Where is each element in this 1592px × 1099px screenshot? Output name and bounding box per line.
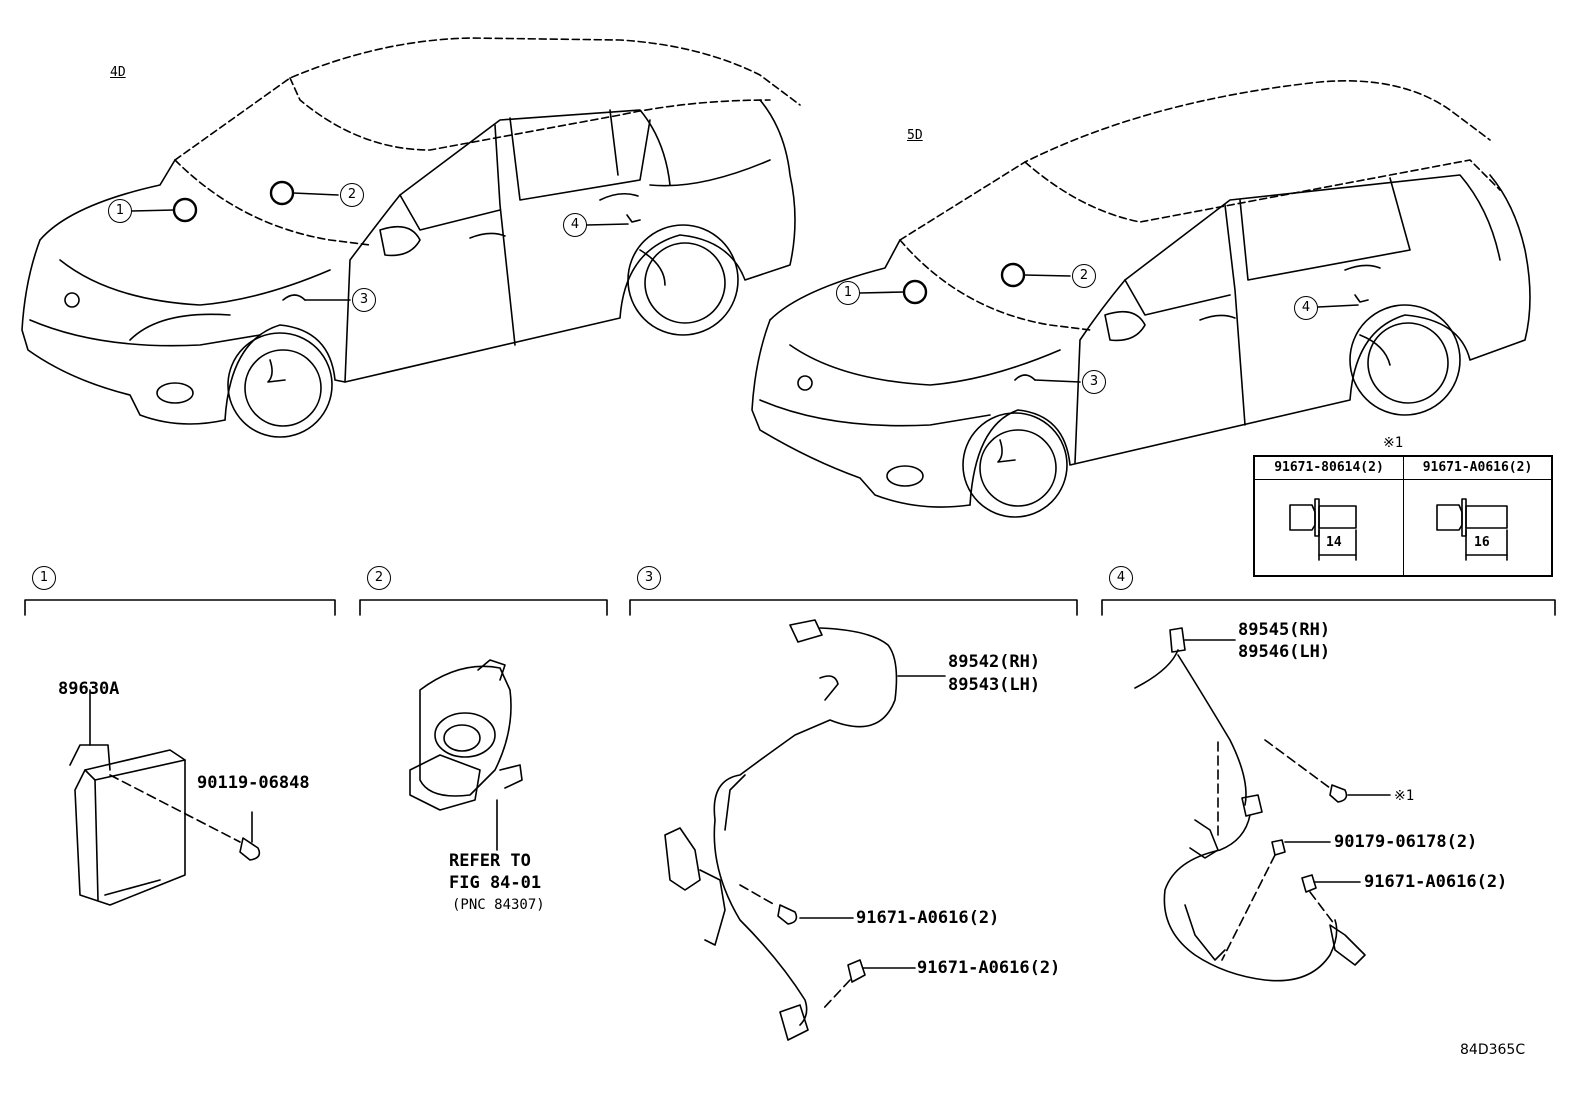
part-label-89542-rh[interactable]: 89542(RH) bbox=[948, 652, 1041, 672]
table-header-91671-80614[interactable]: 91671-80614(2) bbox=[1255, 457, 1404, 480]
sedan-illustration bbox=[21, 37, 801, 438]
refer-fig-label[interactable]: FIG 84-01 bbox=[449, 873, 542, 893]
part-label-89630a[interactable]: 89630A bbox=[58, 679, 120, 699]
callout-4-wagon[interactable]: 4 bbox=[1294, 296, 1318, 320]
note-table-mark: ※1 bbox=[1383, 435, 1404, 451]
variant-4d-label: 4D bbox=[110, 65, 126, 80]
note-mark-1: ※1 bbox=[1394, 788, 1415, 804]
section-2-number: 2 bbox=[367, 566, 391, 590]
part-label-90119-06848[interactable]: 90119-06848 bbox=[197, 773, 310, 793]
variant-5d-label: 5D bbox=[907, 128, 923, 143]
refer-to-label: REFER TO bbox=[449, 851, 531, 871]
section-1-number: 1 bbox=[32, 566, 56, 590]
callout-3-sedan[interactable]: 3 bbox=[352, 288, 376, 312]
callout-3-wagon[interactable]: 3 bbox=[1082, 370, 1106, 394]
rear-speed-sensor-drawing bbox=[1134, 627, 1391, 982]
part-label-91671-a0616-rear[interactable]: 91671-A0616(2) bbox=[1364, 872, 1508, 892]
table-header-91671-a0616[interactable]: 91671-A0616(2) bbox=[1404, 457, 1551, 480]
bolt-length-table: 91671-80614(2) 91671-A0616(2) bbox=[1253, 455, 1553, 577]
refer-pnc-label: (PNC 84307) bbox=[452, 897, 545, 913]
part-label-91671-a0616-front-b[interactable]: 91671-A0616(2) bbox=[917, 958, 1061, 978]
bolt-length-14: 14 bbox=[1326, 535, 1342, 550]
front-speed-sensor-drawing bbox=[664, 619, 946, 1041]
bolt-drawings bbox=[1289, 498, 1508, 561]
diagram-code: 84D365C bbox=[1460, 1042, 1526, 1058]
callout-1-sedan[interactable]: 1 bbox=[108, 199, 132, 223]
table-divider bbox=[1403, 457, 1404, 575]
wagon-illustration bbox=[751, 80, 1531, 518]
spiral-cable-drawing bbox=[409, 659, 523, 851]
part-label-91671-a0616-front-a[interactable]: 91671-A0616(2) bbox=[856, 908, 1000, 928]
part-label-89546-lh[interactable]: 89546(LH) bbox=[1238, 642, 1331, 662]
callout-4-sedan[interactable]: 4 bbox=[563, 213, 587, 237]
bolt-length-16: 16 bbox=[1474, 535, 1490, 550]
section-4-number: 4 bbox=[1109, 566, 1133, 590]
part-label-89545-rh[interactable]: 89545(RH) bbox=[1238, 620, 1331, 640]
module-89630a-drawing bbox=[69, 689, 261, 906]
callout-2-wagon[interactable]: 2 bbox=[1072, 264, 1096, 288]
part-label-90179-06178[interactable]: 90179-06178(2) bbox=[1334, 832, 1478, 852]
section-brackets bbox=[24, 599, 1556, 616]
callout-1-wagon[interactable]: 1 bbox=[836, 281, 860, 305]
part-label-89543-lh[interactable]: 89543(LH) bbox=[948, 675, 1041, 695]
callout-2-sedan[interactable]: 2 bbox=[340, 183, 364, 207]
section-3-number: 3 bbox=[637, 566, 661, 590]
